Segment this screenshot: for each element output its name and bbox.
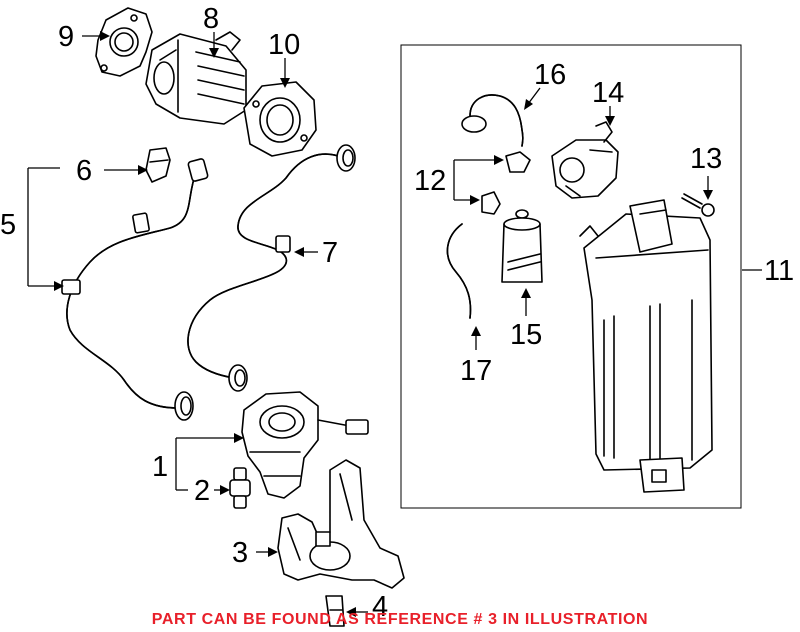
callout-6: 6 (76, 155, 92, 187)
bracket-part (277, 459, 405, 589)
hose-7-part (187, 144, 356, 392)
clips-part (481, 151, 531, 215)
callout-11: 11 (764, 255, 794, 287)
callout-15: 15 (510, 319, 542, 351)
check-valve-part (229, 467, 251, 509)
callout-7: 7 (322, 237, 338, 269)
hose-5-part (61, 158, 209, 421)
callout-8: 8 (203, 3, 219, 35)
callout-12: 12 (414, 165, 446, 197)
callout-2: 2 (194, 475, 210, 507)
callout-5: 5 (0, 209, 16, 241)
hose-17-part (446, 223, 472, 319)
purge-valve-part (551, 121, 619, 199)
clip-part (325, 595, 345, 627)
reference-note: PART CAN BE FOUND AS REFERENCE # 3 IN IL… (152, 611, 648, 628)
callout-4: 4 (372, 591, 388, 623)
callout-1: 1 (152, 451, 168, 483)
callout-17: 17 (460, 355, 492, 387)
bolt-part (681, 193, 715, 217)
callout-14: 14 (592, 77, 624, 109)
flange-part (243, 81, 317, 157)
callout-3: 3 (232, 537, 248, 569)
filter-part (501, 209, 543, 283)
inset-box (400, 44, 742, 509)
callout-13: 13 (690, 143, 722, 175)
callout-16: 16 (534, 59, 566, 91)
canister-part (579, 199, 713, 493)
gasket-part (95, 7, 153, 77)
callout-10: 10 (268, 29, 300, 61)
connector-6-part (145, 147, 171, 183)
valve-actuator-part (145, 31, 247, 125)
hose-16-part (461, 94, 524, 147)
callout-9: 9 (58, 21, 74, 53)
leader-lines (27, 31, 762, 617)
pump-part (241, 391, 369, 499)
